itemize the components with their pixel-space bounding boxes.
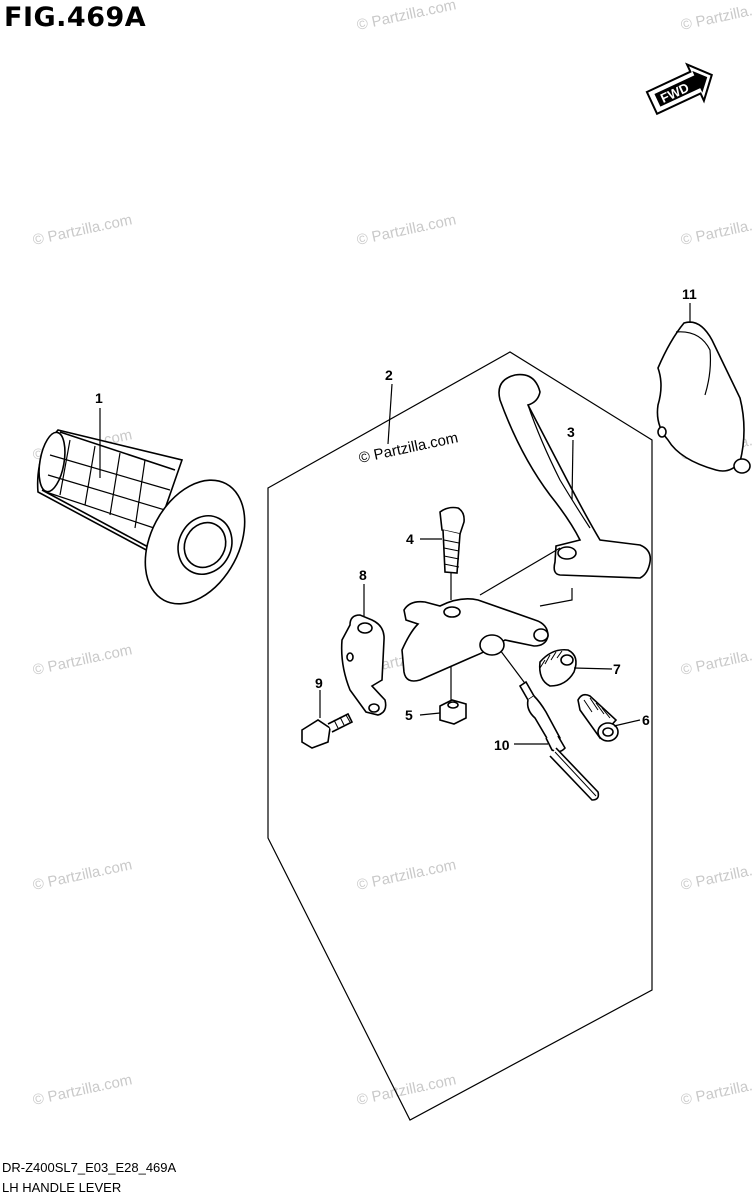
callout-9: 9 [315, 675, 323, 691]
callout-1: 1 [95, 390, 103, 406]
callout-6: 6 [642, 712, 650, 728]
callout-labels: 1 2 3 4 5 6 7 8 9 10 11 [95, 286, 697, 753]
watermark: © Partzilla.com [679, 1071, 752, 1109]
callout-8: 8 [359, 567, 367, 583]
figure-code: DR-Z400SL7_E03_E28_469A [2, 1160, 177, 1175]
clamp-bolt [301, 712, 354, 749]
handle-grip [36, 429, 246, 605]
watermark: © Partzilla.com [357, 429, 459, 467]
lever-bracket [401, 598, 549, 682]
callout-4: 4 [406, 531, 414, 547]
callout-leaders [99, 303, 691, 745]
callout-7: 7 [613, 661, 621, 677]
watermark: © Partzilla.com [355, 856, 457, 894]
callout-10: 10 [494, 737, 510, 753]
callout-11: 11 [682, 286, 697, 302]
watermark: © Partzilla.com [679, 0, 752, 34]
handlebar-clamp [340, 614, 387, 716]
callout-3: 3 [567, 424, 575, 440]
watermark: © Partzilla.com [31, 211, 133, 249]
lever-cover [656, 321, 751, 474]
adjuster-bolt [577, 693, 619, 742]
pivot-bolt [439, 506, 465, 574]
watermark: © Partzilla.com [355, 211, 457, 249]
adjuster-nut [538, 648, 577, 687]
clutch-cable [518, 680, 600, 801]
figure-title: FIG.469A [4, 2, 147, 33]
clutch-lever [498, 373, 652, 579]
watermark: © Partzilla.com [679, 211, 752, 249]
figure-description: LH HANDLE LEVER [2, 1180, 122, 1195]
fwd-arrow-icon: FWD [645, 62, 714, 116]
callout-5: 5 [405, 707, 413, 723]
watermark: © Partzilla.com [31, 1071, 133, 1109]
watermark: © Partzilla.com [31, 856, 133, 894]
watermark: © Partzilla.com [355, 0, 457, 34]
watermark: © Partzilla.com [679, 641, 752, 679]
watermark: © Partzilla.com [31, 641, 133, 679]
watermark: © Partzilla.com [679, 856, 752, 894]
assembly-outline [267, 351, 653, 1121]
nut [439, 699, 467, 725]
callout-2: 2 [385, 367, 393, 383]
